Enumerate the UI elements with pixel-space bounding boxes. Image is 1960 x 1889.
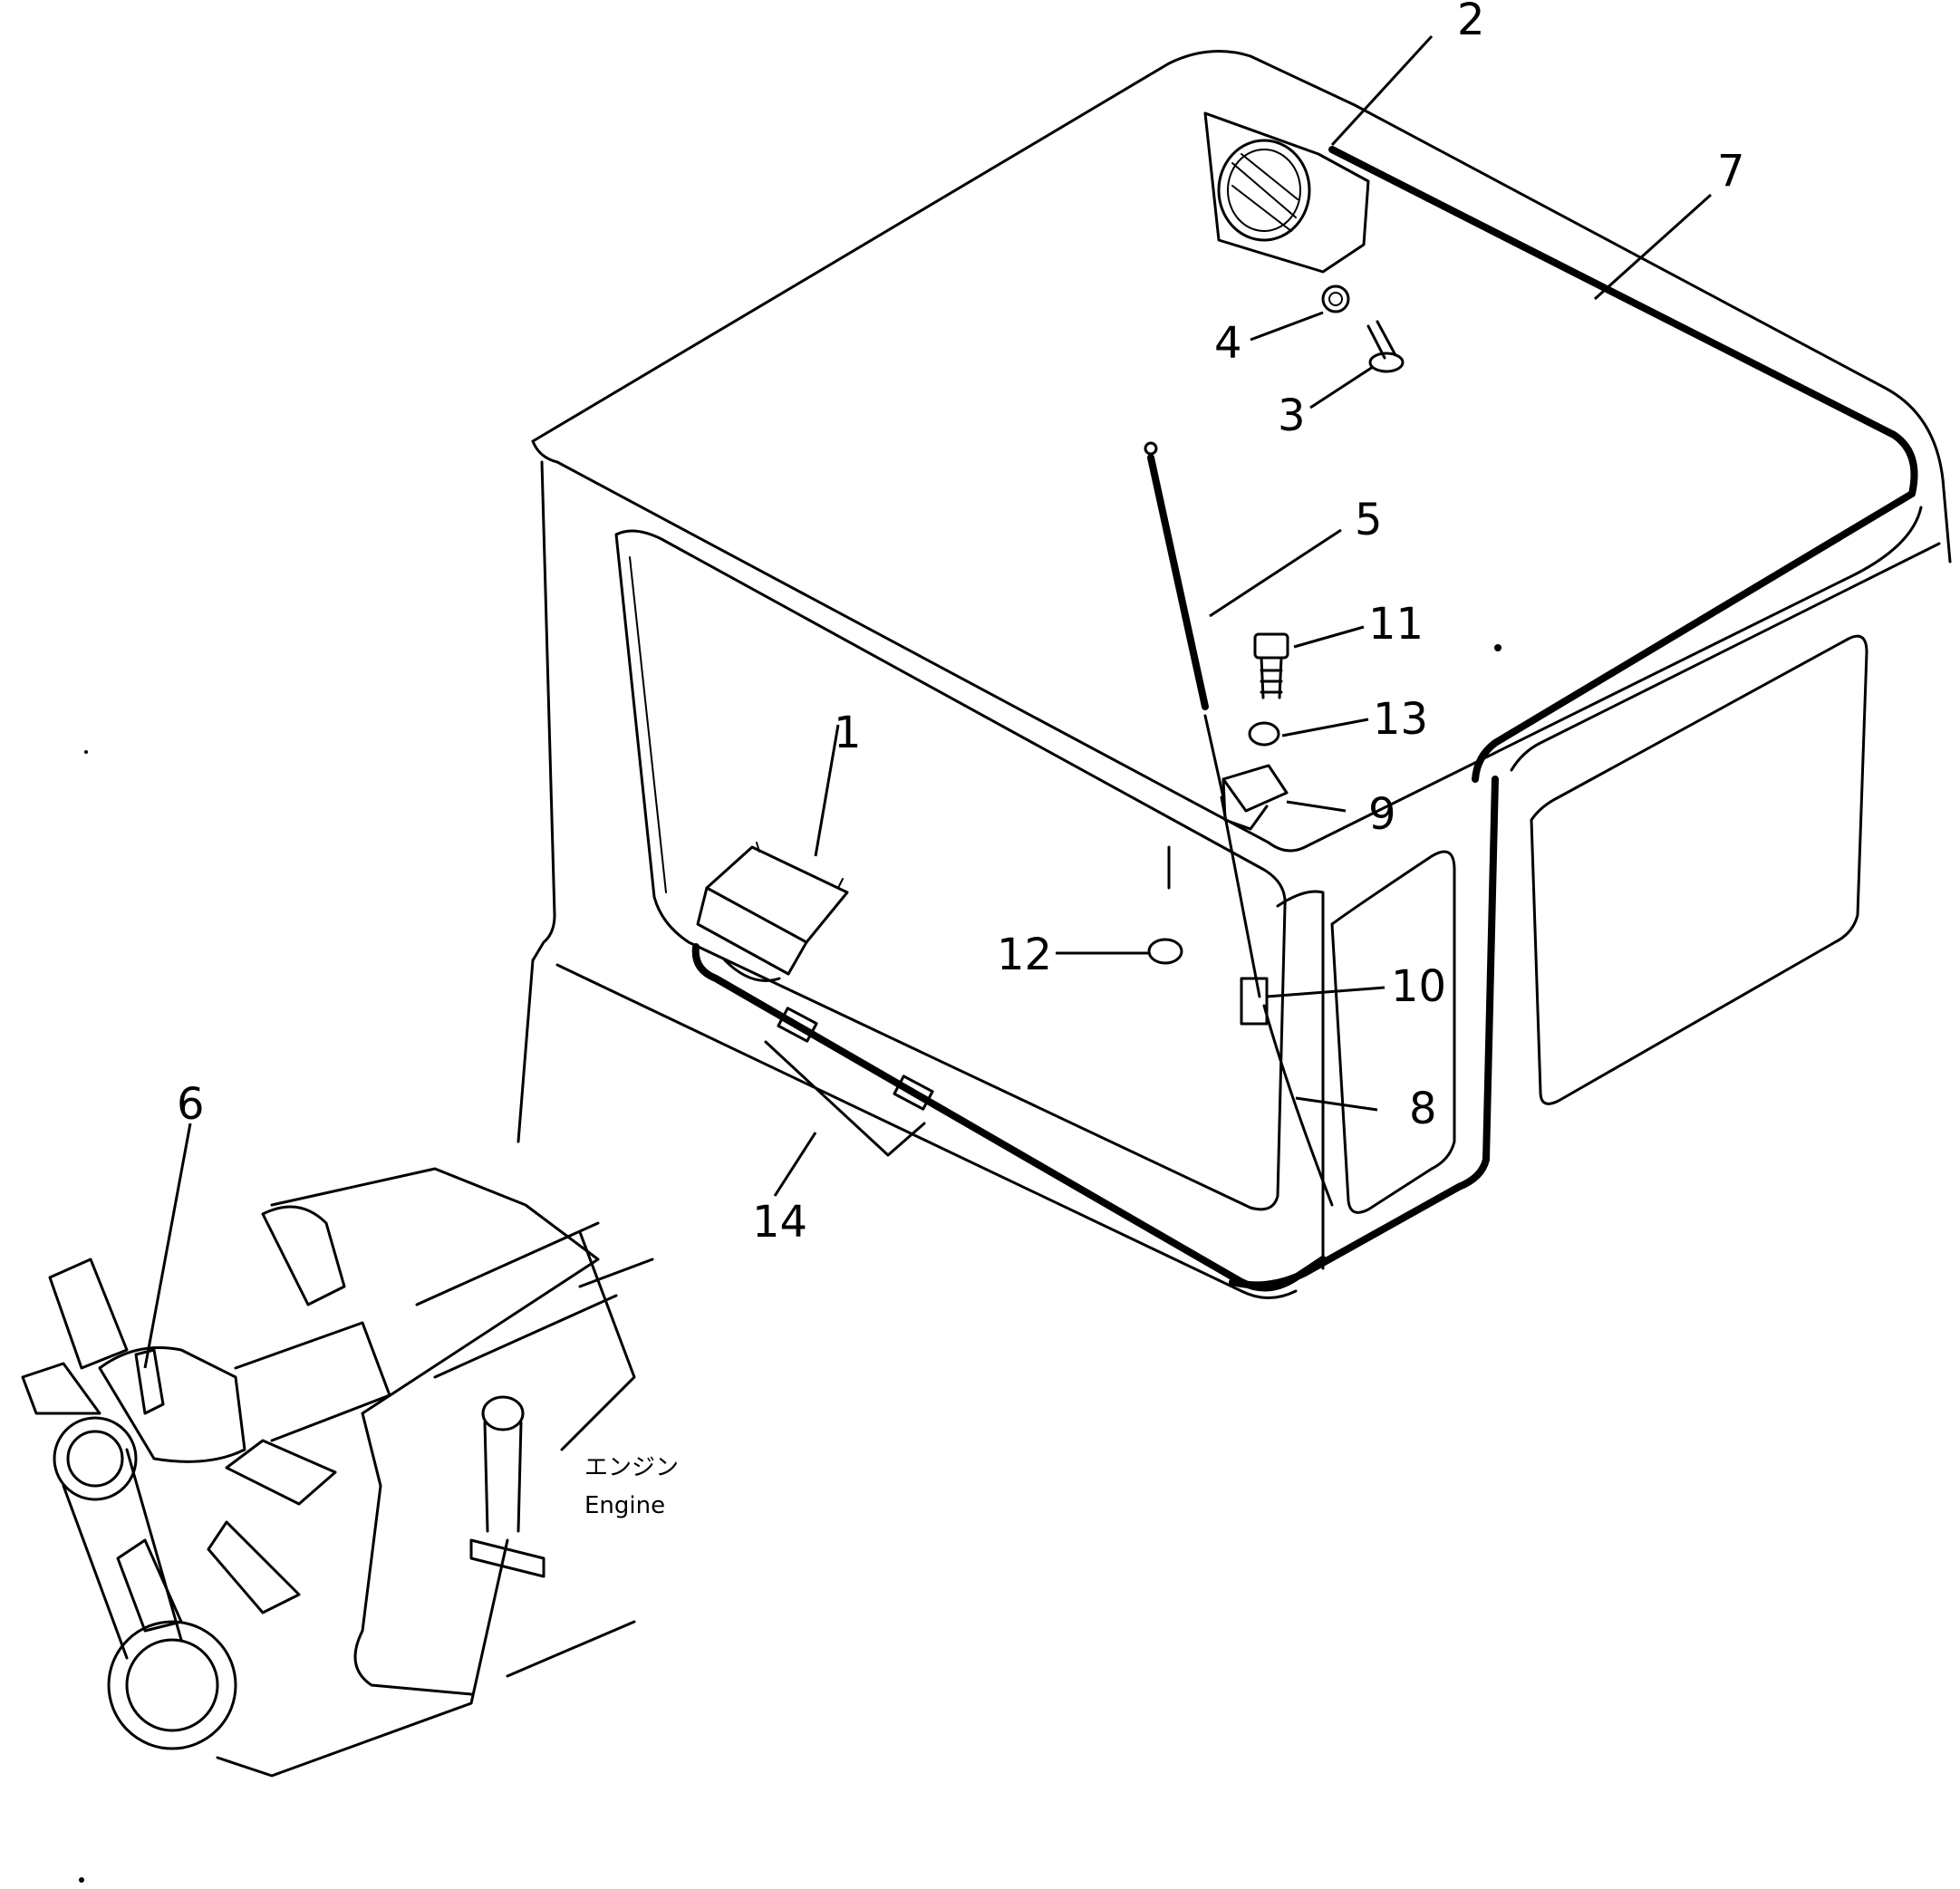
callout-labels: 1 2 3 4 5 6 7 8 9 10 11 12 13 14 <box>177 0 1745 1248</box>
engine <box>21 1167 654 1778</box>
leader-lines <box>143 34 1713 1369</box>
antenna <box>1144 441 1269 1026</box>
callout-5: 5 <box>1355 495 1383 545</box>
callout-4: 4 <box>1214 318 1242 369</box>
scan-dot <box>1494 644 1501 651</box>
callout-1: 1 <box>834 708 862 758</box>
engine-label-japanese: エンジン <box>584 1454 679 1481</box>
cab-body <box>517 50 1952 1299</box>
mount-hardware <box>1147 632 1289 965</box>
controller-box <box>696 842 849 982</box>
callout-2: 2 <box>1457 0 1485 45</box>
scan-dot <box>79 1877 84 1883</box>
callout-6: 6 <box>177 1079 205 1130</box>
callout-10: 10 <box>1391 961 1446 1012</box>
engine-label: エンジン Engine <box>584 1454 679 1519</box>
engine-label-english: Engine <box>584 1492 665 1519</box>
callout-13: 13 <box>1373 694 1428 745</box>
callout-8: 8 <box>1409 1084 1437 1134</box>
callout-3: 3 <box>1278 390 1306 441</box>
harness-connectors <box>764 1007 934 1157</box>
rotary-lamp <box>1203 111 1405 373</box>
callout-11: 11 <box>1368 599 1424 650</box>
callout-9: 9 <box>1368 789 1396 840</box>
callout-12: 12 <box>997 930 1052 980</box>
callout-14: 14 <box>752 1197 807 1248</box>
scan-dot <box>84 750 88 754</box>
callout-7: 7 <box>1717 146 1745 197</box>
